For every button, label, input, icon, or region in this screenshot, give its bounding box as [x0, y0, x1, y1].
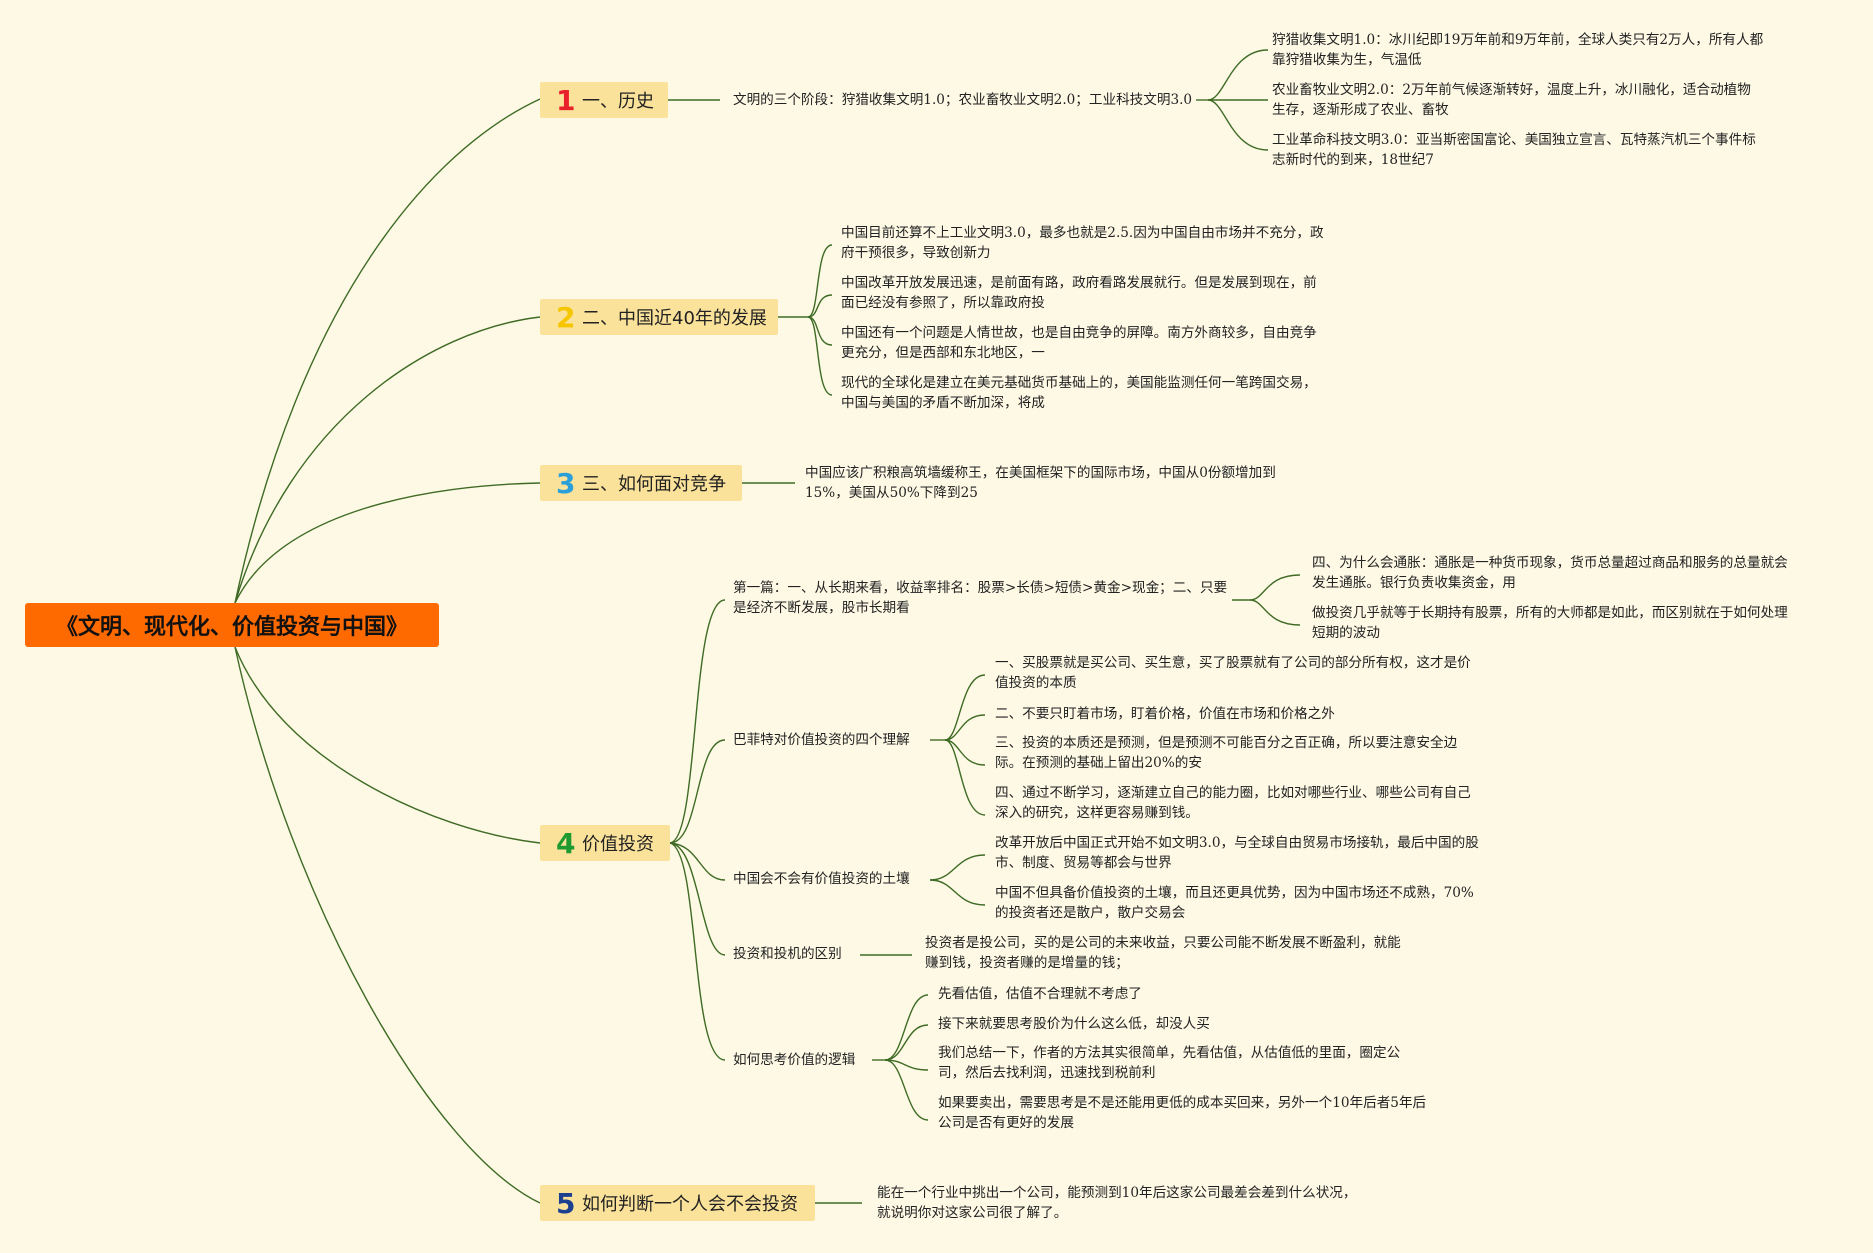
value-b1-child-1[interactable]: 四、为什么会通胀：通胀是一种货币现象，货币总量超过商品和服务的总量就会 发生通胀…	[1312, 555, 1788, 591]
value-b3-child-2[interactable]: 中国不但具备价值投资的土壤，而且还更具优势，因为中国市场还不成熟，70% 的投资…	[995, 885, 1474, 921]
judge-text[interactable]: 能在一个行业中挑出一个公司，能预测到10年后这家公司最差会差到什么状况， 就说明…	[877, 1185, 1357, 1221]
value-branch-2[interactable]: 巴菲特对价值投资的四个理解	[733, 732, 910, 748]
topic-label: 价值投资	[582, 834, 654, 855]
value-branch-4[interactable]: 投资和投机的区别	[733, 946, 842, 962]
competition-text[interactable]: 中国应该广积粮高筑墙缓称王，在美国框架下的国际市场，中国从0份额增加到 15%，…	[805, 465, 1276, 501]
topic-china-development[interactable]: 2 二、中国近40年的发展	[540, 299, 778, 335]
value-b4-child-1[interactable]: 投资者是投公司，买的是公司的未来收益，只要公司能不断发展不断盈利，就能 赚到钱，…	[925, 935, 1401, 971]
topic-number: 1	[556, 83, 576, 117]
history-item-1[interactable]: 狩猎收集文明1.0：冰川纪即19万年前和9万年前，全球人类只有2万人，所有人都 …	[1272, 32, 1764, 68]
root-topic[interactable]: 《文明、现代化、价值投资与中国》	[25, 603, 439, 647]
china-item-4[interactable]: 现代的全球化是建立在美元基础货币基础上的，美国能监测任何一笔跨国交易， 中国与美…	[841, 375, 1317, 411]
topic-label: 二、中国近40年的发展	[582, 308, 767, 329]
history-item-3[interactable]: 工业革命科技文明3.0：亚当斯密国富论、美国独立宣言、瓦特蒸汽机三个事件标 志新…	[1272, 132, 1756, 168]
china-item-2[interactable]: 中国改革开放发展迅速，是前面有路，政府看路发展就行。但是发展到现在，前 面已经没…	[841, 275, 1317, 311]
value-b5-child-3[interactable]: 我们总结一下，作者的方法其实很简单，先看估值，从估值低的里面，圈定公 司，然后去…	[938, 1045, 1401, 1081]
china-item-3[interactable]: 中国还有一个问题是人情世故，也是自由竞争的屏障。南方外商较多，自由竞争 更充分，…	[841, 325, 1317, 361]
history-summary[interactable]: 文明的三个阶段：狩猎收集文明1.0；农业畜牧业文明2.0；工业科技文明3.0	[733, 92, 1193, 108]
topic-number: 5	[556, 1186, 576, 1220]
topic-number: 4	[556, 826, 576, 860]
value-b2-child-2[interactable]: 二、不要只盯着市场，盯着价格，价值在市场和价格之外	[995, 706, 1335, 722]
china-item-1[interactable]: 中国目前还算不上工业文明3.0，最多也就是2.5.因为中国自由市场并不充分，政 …	[841, 225, 1324, 261]
value-b3-child-1[interactable]: 改革开放后中国正式开始不如文明3.0，与全球自由贸易市场接轨，最后中国的股 市、…	[995, 835, 1479, 871]
topic-value-investing[interactable]: 4 价值投资	[540, 825, 670, 861]
value-b2-child-3[interactable]: 三、投资的本质还是预测，但是预测不可能百分之百正确，所以要注意安全边 际。在预测…	[995, 735, 1458, 771]
topic-label: 三、如何面对竞争	[582, 474, 726, 495]
value-b5-child-1[interactable]: 先看估值，估值不合理就不考虑了	[938, 986, 1142, 1002]
topic-history[interactable]: 1 一、历史	[540, 82, 668, 118]
topic-judge-investor[interactable]: 5 如何判断一个人会不会投资	[540, 1185, 815, 1221]
topic-label: 如何判断一个人会不会投资	[582, 1194, 798, 1215]
value-b5-child-2[interactable]: 接下来就要思考股价为什么这么低，却没人买	[938, 1016, 1210, 1032]
value-branch-5[interactable]: 如何思考价值的逻辑	[733, 1052, 856, 1068]
topic-label: 一、历史	[582, 91, 654, 112]
topic-competition[interactable]: 3 三、如何面对竞争	[540, 465, 742, 501]
value-b5-child-4[interactable]: 如果要卖出，需要思考是不是还能用更低的成本买回来，另外一个10年后者5年后 公司…	[938, 1095, 1427, 1131]
value-branch-1[interactable]: 第一篇：一、从长期来看，收益率排名：股票>长债>短债>黄金>现金；二、只要 是经…	[733, 580, 1228, 616]
topic-number: 2	[556, 300, 576, 334]
value-b1-child-2[interactable]: 做投资几乎就等于长期持有股票，所有的大师都是如此，而区别就在于如何处理 短期的波…	[1312, 605, 1788, 641]
topic-number: 3	[556, 466, 576, 500]
value-b2-child-1[interactable]: 一、买股票就是买公司、买生意，买了股票就有了公司的部分所有权，这才是价 值投资的…	[995, 655, 1471, 691]
value-b2-child-4[interactable]: 四、通过不断学习，逐渐建立自己的能力圈，比如对哪些行业、哪些公司有自己 深入的研…	[995, 785, 1471, 821]
history-item-2[interactable]: 农业畜牧业文明2.0：2万年前气候逐渐转好，温度上升，冰川融化，适合动植物 生存…	[1272, 82, 1751, 118]
value-branch-3[interactable]: 中国会不会有价值投资的土壤	[733, 871, 910, 887]
